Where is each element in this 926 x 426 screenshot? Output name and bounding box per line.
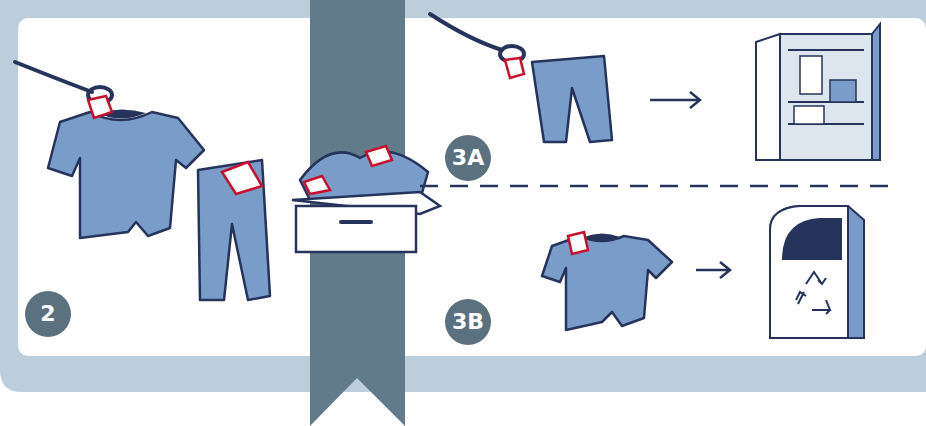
callout-circle bbox=[445, 135, 491, 181]
bin-opening bbox=[782, 218, 842, 260]
clothing-tag bbox=[366, 146, 392, 166]
clothing-tag bbox=[304, 176, 330, 194]
right-panel bbox=[370, 18, 926, 356]
callout-number: 3A bbox=[445, 135, 491, 181]
recycling-bin-front bbox=[770, 206, 848, 338]
clothing-tag bbox=[505, 58, 524, 78]
box bbox=[296, 206, 416, 252]
clothing-tag bbox=[568, 232, 588, 254]
callout-circle bbox=[25, 291, 71, 337]
pants bbox=[198, 160, 270, 300]
wardrobe-door bbox=[756, 34, 780, 160]
clothing-tag bbox=[88, 96, 112, 118]
torn-shirt bbox=[48, 112, 204, 238]
hanger-wire bbox=[15, 62, 92, 92]
left-panel bbox=[18, 18, 348, 356]
divider-line bbox=[420, 185, 900, 188]
stored-box bbox=[794, 106, 824, 124]
pants bbox=[532, 56, 612, 142]
hanging-shirt bbox=[800, 56, 822, 94]
shirt-collar bbox=[584, 234, 620, 242]
clothing-tag bbox=[222, 162, 262, 194]
recycle-symbol bbox=[796, 272, 830, 314]
recycling-bin bbox=[770, 206, 864, 338]
hanger-wire bbox=[430, 14, 502, 50]
callout-number: 3B bbox=[445, 299, 491, 345]
box-handle bbox=[341, 220, 371, 224]
wardrobe-door bbox=[872, 24, 880, 160]
callout-circle bbox=[445, 299, 491, 345]
outer-frame bbox=[0, 0, 926, 392]
torn-shirt bbox=[542, 236, 672, 330]
wardrobe bbox=[780, 34, 872, 160]
arrow bbox=[696, 262, 730, 278]
callout-number: 2 bbox=[25, 291, 71, 337]
wardrobe-shelves bbox=[788, 50, 864, 124]
folded-clothes bbox=[830, 80, 856, 102]
arrow bbox=[650, 92, 700, 108]
